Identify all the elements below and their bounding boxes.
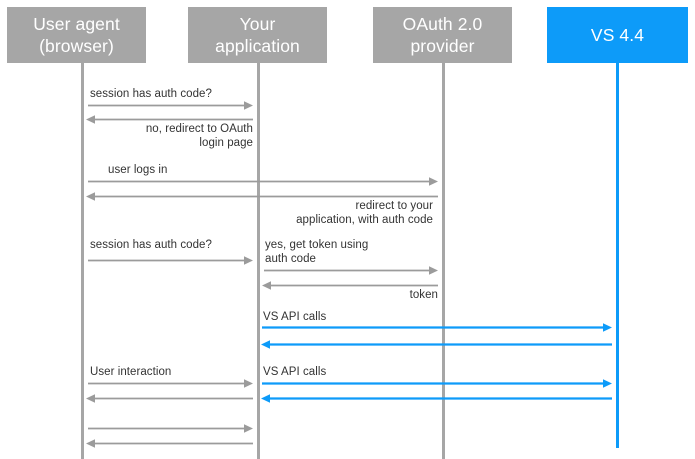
lifeline-your-application bbox=[257, 63, 260, 459]
actor-label-oauth-provider: OAuth 2.0 provider bbox=[402, 13, 483, 56]
actor-box-oauth-provider[interactable]: OAuth 2.0 provider bbox=[373, 7, 512, 63]
message-label-m8-vs-api-calls-1: VS API calls bbox=[263, 311, 327, 323]
message-label-m7-token: token bbox=[409, 289, 438, 301]
arrow-m15-final-response bbox=[86, 438, 253, 449]
actor-label-your-application: Your application bbox=[215, 13, 300, 56]
actor-label-vs-service: VS 4.4 bbox=[590, 24, 645, 45]
message-label-m1-session-has-auth-code: session has auth code? bbox=[90, 88, 212, 100]
lifeline-user-agent bbox=[81, 63, 84, 459]
message-label-m10-user-interaction: User interaction bbox=[90, 366, 172, 378]
message-label-m4-redirect-to-your-application: redirect to your application, with auth … bbox=[296, 200, 433, 226]
actor-box-user-agent[interactable]: User agent (browser) bbox=[7, 7, 146, 63]
message-label-m11-vs-api-calls-2: VS API calls bbox=[263, 366, 327, 378]
actor-box-your-application[interactable]: Your application bbox=[188, 7, 327, 63]
arrow-m9-vs-api-response-1 bbox=[261, 339, 612, 350]
actor-box-vs-service[interactable]: VS 4.4 bbox=[547, 7, 688, 63]
arrow-m13-vs-api-response-2 bbox=[261, 393, 612, 404]
lifeline-vs-service bbox=[616, 63, 619, 448]
message-label-m5-session-has-auth-code-2: session has auth code? bbox=[90, 239, 212, 251]
actor-label-user-agent: User agent (browser) bbox=[33, 13, 120, 56]
arrow-m12-user-interaction-response bbox=[86, 393, 253, 404]
arrow-m14-final-request bbox=[88, 423, 253, 434]
lifeline-oauth-provider bbox=[442, 63, 445, 459]
arrow-m5-session-has-auth-code-2 bbox=[88, 255, 253, 266]
message-label-m2-no-redirect-to-oauth: no, redirect to OAuth login page bbox=[145, 123, 253, 149]
message-label-m6-yes-get-token: yes, get token using auth code bbox=[265, 239, 369, 265]
message-label-m3-user-logs-in: user logs in bbox=[108, 164, 168, 176]
arrow-m6-yes-get-token bbox=[264, 265, 438, 276]
